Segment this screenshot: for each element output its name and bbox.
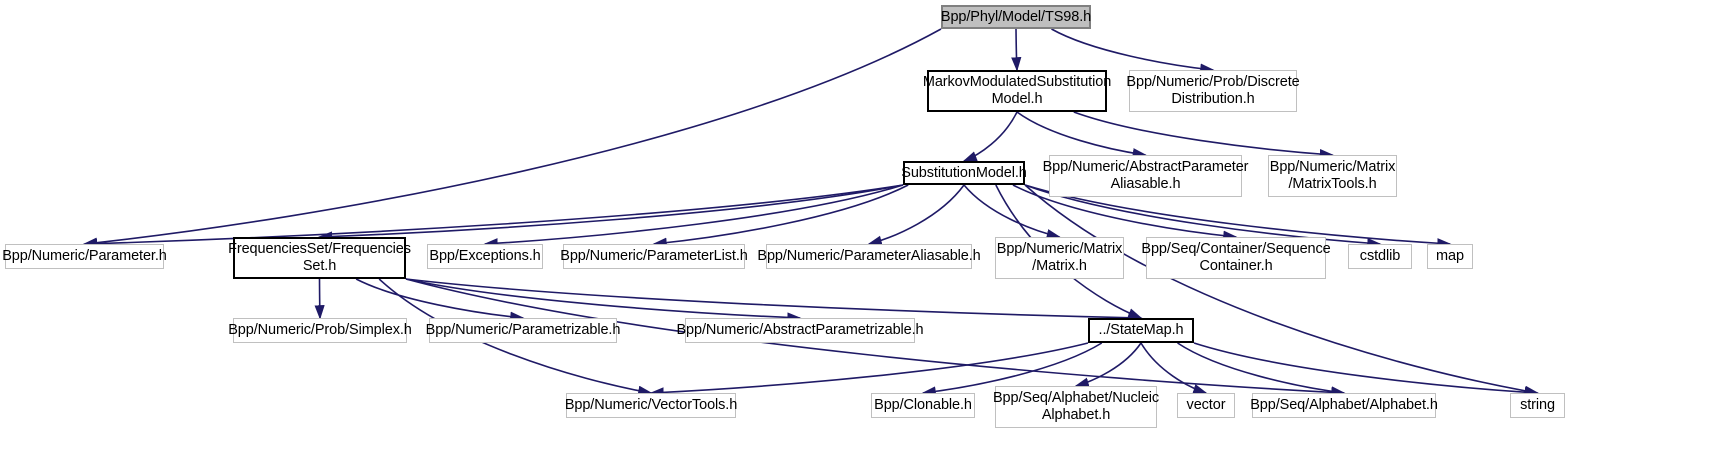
graph-node-alphabet[interactable]: Bpp/Seq/Alphabet/Alphabet.h <box>1250 393 1438 418</box>
edge-ts98-to-parameter <box>82 28 942 248</box>
graph-node-paramaliasable[interactable]: Bpp/Numeric/ParameterAliasable.h <box>757 244 981 269</box>
graph-node-matrixtools[interactable]: Bpp/Numeric/Matrix /MatrixTools.h <box>1268 155 1397 197</box>
edge-substmodel-to-freqset <box>317 184 904 242</box>
graph-node-freqset[interactable]: FrequenciesSet/Frequencies Set.h <box>228 237 411 279</box>
edge-substmodel-to-exceptions <box>483 184 904 249</box>
graph-node-clonable[interactable]: Bpp/Clonable.h <box>871 393 975 418</box>
graph-node-string[interactable]: string <box>1510 393 1565 418</box>
graph-node-seqcontainer[interactable]: Bpp/Seq/Container/Sequence Container.h <box>1141 237 1331 279</box>
edge-freqset-to-parametrizable <box>355 278 525 322</box>
edge-substmodel-to-parameter <box>82 184 904 249</box>
graph-node-discretedist[interactable]: Bpp/Numeric/Prob/Discrete Distribution.h <box>1126 70 1300 112</box>
graph-node-substmodel[interactable]: SubstitutionModel.h <box>901 161 1027 185</box>
graph-node-map[interactable]: map <box>1427 244 1473 269</box>
graph-node-mmsm[interactable]: MarkovModulatedSubstitution Model.h <box>923 70 1111 112</box>
edge-statemap-to-nucleicalphabet <box>1074 342 1142 388</box>
edge-substmodel-to-paramaliasable <box>867 184 965 246</box>
edge-substmodel-to-paramlist <box>652 184 909 248</box>
edge-statemap-to-alphabet <box>1177 342 1346 397</box>
graph-node-exceptions[interactable]: Bpp/Exceptions.h <box>427 244 543 269</box>
graph-node-ts98[interactable]: Bpp/Phyl/Model/TS98.h <box>941 5 1091 29</box>
edge-substmodel-to-string <box>1024 184 1540 396</box>
graph-node-paramlist[interactable]: Bpp/Numeric/ParameterList.h <box>560 244 748 269</box>
edge-ts98-to-mmsm <box>1011 28 1022 72</box>
edge-ts98-to-discretedist <box>1051 28 1215 74</box>
edge-statemap-to-string <box>1193 342 1540 398</box>
graph-node-statemap[interactable]: ../StateMap.h <box>1088 318 1194 343</box>
graph-node-parametrizable[interactable]: Bpp/Numeric/Parametrizable.h <box>426 318 620 343</box>
graph-node-vector[interactable]: vector <box>1177 393 1235 418</box>
graph-node-vectortools[interactable]: Bpp/Numeric/VectorTools.h <box>565 393 737 418</box>
edge-freqset-to-statemap <box>405 278 1143 323</box>
graph-node-nucleicalphabet[interactable]: Bpp/Seq/Alphabet/Nucleic Alphabet.h <box>993 386 1159 428</box>
graph-node-abstractparam[interactable]: Bpp/Numeric/AbstractParametrizable.h <box>676 318 924 343</box>
edge-mmsm-to-abstractparamali <box>1016 111 1148 159</box>
edge-mmsm-to-matrixtools <box>1073 111 1335 160</box>
graph-node-simplex[interactable]: Bpp/Numeric/Prob/Simplex.h <box>228 318 412 343</box>
edge-freqset-to-abstractparam <box>405 278 802 323</box>
edge-freqset-to-simplex <box>314 278 325 320</box>
edge-mmsm-to-substmodel <box>962 111 1018 162</box>
graph-node-cstdlib[interactable]: cstdlib <box>1348 244 1412 269</box>
graph-node-abstractparamali[interactable]: Bpp/Numeric/AbstractParameter Aliasable.… <box>1043 155 1249 197</box>
graph-node-parameter[interactable]: Bpp/Numeric/Parameter.h <box>2 244 167 269</box>
graph-node-matrix[interactable]: Bpp/Numeric/Matrix /Matrix.h <box>995 237 1124 279</box>
